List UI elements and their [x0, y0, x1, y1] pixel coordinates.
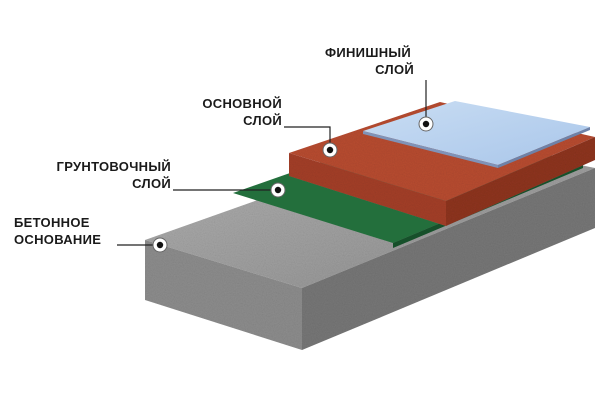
finish-label-line2: СЛОЙ	[375, 62, 414, 77]
primer-label-line1: ГРУНТОВОЧНЫЙ	[56, 159, 171, 174]
finish-edge	[363, 131, 498, 168]
base-leader	[284, 126, 331, 150]
primer-label-line2: СЛОЙ	[132, 176, 171, 191]
finish-layer	[363, 101, 590, 168]
finish-top-face	[363, 101, 590, 165]
primer-layer-label: ГРУНТОВОЧНЫЙ СЛОЙ	[40, 158, 171, 192]
finish-label-line1: ФИНИШНЫЙ	[324, 45, 412, 60]
concrete-front-face	[145, 240, 302, 350]
concrete-label-line2: ОСНОВАНИЕ	[14, 232, 102, 247]
base-label-line1: ОСНОВНОЙ	[202, 96, 282, 111]
base-layer-label: ОСНОВНОЙ СЛОЙ	[186, 95, 282, 129]
concrete-layer-label: БЕТОННОЕ ОСНОВАНИЕ	[14, 214, 118, 248]
concrete-label-line1: БЕТОННОЕ	[14, 215, 90, 230]
base-front-face	[289, 153, 446, 226]
concrete-side-face	[302, 168, 595, 350]
base-label-line2: СЛОЙ	[243, 113, 282, 128]
finish-layer-label: ФИНИШНЫЙ СЛОЙ	[318, 44, 418, 78]
base-side-face	[446, 137, 595, 226]
markers	[152, 116, 434, 253]
finish-side-edge	[498, 127, 590, 168]
